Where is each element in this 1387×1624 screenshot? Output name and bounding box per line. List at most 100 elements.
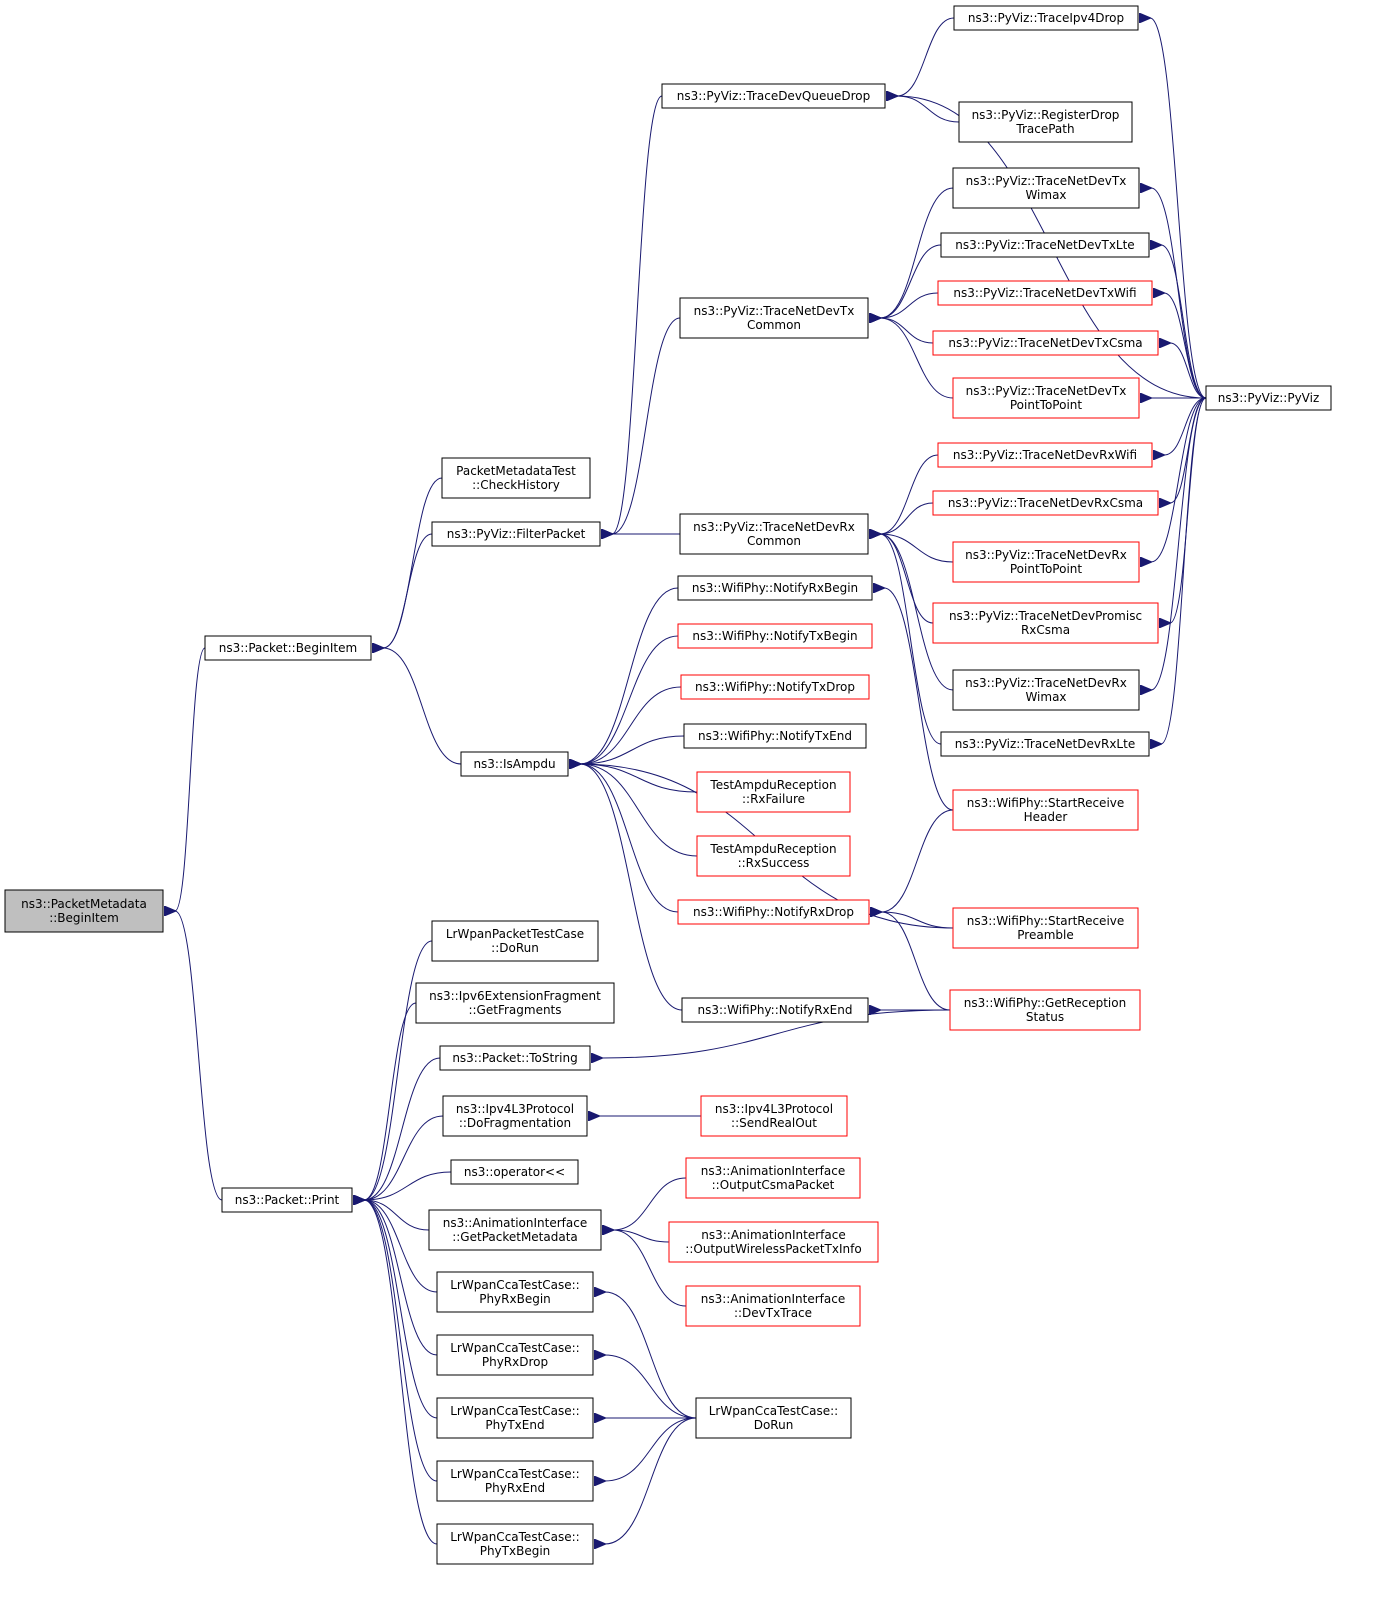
- node-label: ns3::WifiPhy::GetReception: [964, 996, 1126, 1010]
- node-dofragmentation[interactable]: ns3::Ipv4L3Protocol::DoFragmentation: [442, 1095, 588, 1137]
- edge-txwifi-to-tracenetdevtxcommon: [880, 292, 939, 318]
- node-label: RxCsma: [1021, 623, 1070, 637]
- edge-getfragments-to-print: [364, 1002, 417, 1200]
- edge-notifytxdrop-to-isampdu: [580, 686, 682, 764]
- edge-pyviz-to-rxcsma: [1170, 397, 1207, 503]
- node-checkhistory[interactable]: PacketMetadataTest::CheckHistory: [441, 457, 591, 499]
- node-filterpacket[interactable]: ns3::PyViz::FilterPacket: [431, 521, 601, 547]
- edge-pyviz-to-txlte: [1161, 245, 1207, 399]
- node-box: [695, 1397, 852, 1439]
- node-isampdu[interactable]: ns3::IsAmpdu: [460, 751, 569, 777]
- node-outputcsma[interactable]: ns3::AnimationInterface::OutputCsmaPacke…: [685, 1157, 861, 1199]
- node-rxwifi[interactable]: ns3::PyViz::TraceNetDevRxWifi: [937, 442, 1153, 468]
- edge-registerdrop-to-tracedevqueuedrop: [897, 96, 960, 123]
- node-label: ns3::PyViz::RegisterDrop: [972, 108, 1120, 122]
- edge-rxwimax-to-tracenetdevrxcommon: [880, 534, 954, 691]
- node-box: [949, 989, 1141, 1031]
- node-label: ns3::PyViz::TraceNetDevRxWifi: [953, 448, 1137, 462]
- node-label: ns3::Packet::ToString: [452, 1051, 577, 1065]
- node-label: ::DoRun: [491, 941, 539, 955]
- node-print[interactable]: ns3::Packet::Print: [221, 1187, 353, 1213]
- node-rxsuccess[interactable]: TestAmpduReception::RxSuccess: [696, 835, 851, 877]
- node-phytxend[interactable]: LrWpanCcaTestCase::PhyTxEnd: [436, 1397, 594, 1439]
- edge-tostring-to-print: [364, 1057, 441, 1200]
- node-devtxtrace[interactable]: ns3::AnimationInterface::DevTxTrace: [685, 1285, 861, 1327]
- node-sendrealout[interactable]: ns3::Ipv4L3Protocol::SendRealOut: [700, 1095, 848, 1137]
- node-label: ns3::Ipv4L3Protocol: [715, 1102, 833, 1116]
- node-rxlte[interactable]: ns3::PyViz::TraceNetDevRxLte: [940, 731, 1150, 757]
- node-box: [436, 1271, 594, 1313]
- edge-operator-to-print: [364, 1171, 452, 1200]
- node-operator[interactable]: ns3::operator<<: [450, 1159, 579, 1185]
- node-label: ns3::AnimationInterface: [701, 1292, 845, 1306]
- edge-phyrxbegin-to-print: [364, 1200, 438, 1293]
- edge-lrwpanccadorun-to-phyrxbegin: [605, 1292, 697, 1419]
- node-label: ns3::PyViz::TraceDevQueueDrop: [677, 89, 870, 103]
- node-txcsma[interactable]: ns3::PyViz::TraceNetDevTxCsma: [932, 330, 1159, 356]
- node-pyviz[interactable]: ns3::PyViz::PyViz: [1205, 385, 1332, 411]
- node-box: [958, 101, 1133, 143]
- node-notifytxdrop[interactable]: ns3::WifiPhy::NotifyTxDrop: [680, 674, 870, 700]
- edge-startrxheader-to-notifyrxbegin: [884, 588, 954, 811]
- node-phyrxbegin[interactable]: LrWpanCcaTestCase::PhyRxBegin: [436, 1271, 594, 1313]
- node-label: ns3::PyViz::TraceNetDevTxCsma: [948, 336, 1142, 350]
- node-txlte[interactable]: ns3::PyViz::TraceNetDevTxLte: [940, 232, 1150, 258]
- node-box: [436, 1334, 594, 1376]
- node-phyrxdrop[interactable]: LrWpanCcaTestCase::PhyRxDrop: [436, 1334, 594, 1376]
- node-rxcsma[interactable]: ns3::PyViz::TraceNetDevRxCsma: [932, 490, 1159, 516]
- node-label: ns3::PyViz::TraceNetDevRx: [693, 520, 855, 534]
- edge-outputcsma-to-getpacketmetadata: [613, 1177, 687, 1230]
- node-getfragments[interactable]: ns3::Ipv6ExtensionFragment::GetFragments: [415, 982, 615, 1024]
- node-label: ns3::AnimationInterface: [443, 1216, 587, 1230]
- node-lrwpanpacketdorun[interactable]: LrWpanPacketTestCase::DoRun: [431, 920, 599, 962]
- node-tostring[interactable]: ns3::Packet::ToString: [439, 1045, 591, 1071]
- node-traceipv4drop[interactable]: ns3::PyViz::TraceIpv4Drop: [953, 5, 1139, 31]
- edge-getrxstatus-to-notifyrxdrop: [881, 912, 951, 1011]
- node-notifytxend[interactable]: ns3::WifiPhy::NotifyTxEnd: [683, 723, 867, 749]
- node-box: [450, 1159, 579, 1185]
- node-label: LrWpanCcaTestCase::: [709, 1404, 838, 1418]
- node-label: ::GetFragments: [468, 1003, 561, 1017]
- node-notifyrxend[interactable]: ns3::WifiPhy::NotifyRxEnd: [681, 997, 869, 1023]
- node-box: [952, 167, 1140, 209]
- edge-lrwpanccadorun-to-phyrxend: [605, 1417, 697, 1481]
- node-lrwpanccadorun[interactable]: LrWpanCcaTestCase::DoRun: [695, 1397, 852, 1439]
- node-notifyrxdrop[interactable]: ns3::WifiPhy::NotifyRxDrop: [677, 899, 870, 925]
- node-txwifi[interactable]: ns3::PyViz::TraceNetDevTxWifi: [937, 280, 1153, 306]
- node-label: Common: [747, 318, 801, 332]
- node-phytxbegin[interactable]: LrWpanCcaTestCase::PhyTxBegin: [436, 1523, 594, 1565]
- node-label: Wimax: [1025, 188, 1066, 202]
- node-getpacketmetadata[interactable]: ns3::AnimationInterface::GetPacketMetada…: [428, 1209, 602, 1251]
- node-rxfailure[interactable]: TestAmpduReception::RxFailure: [696, 771, 851, 813]
- edge-tracenetdevtxcommon-to-filterpacket: [612, 317, 681, 534]
- edge-txp2p-to-tracenetdevtxcommon: [880, 318, 954, 399]
- node-notifyrxbegin[interactable]: ns3::WifiPhy::NotifyRxBegin: [677, 575, 873, 601]
- node-outputwireless[interactable]: ns3::AnimationInterface::OutputWirelessP…: [668, 1221, 879, 1263]
- node-box: [683, 723, 867, 749]
- node-label: ::RxFailure: [742, 792, 805, 806]
- node-beginitem[interactable]: ns3::Packet::BeginItem: [204, 635, 372, 661]
- edge-rxsuccess-to-isampdu: [580, 764, 698, 857]
- node-label: ns3::Packet::Print: [235, 1193, 340, 1207]
- node-phyrxend[interactable]: LrWpanCcaTestCase::PhyRxEnd: [436, 1460, 594, 1502]
- node-notifytxbegin[interactable]: ns3::WifiPhy::NotifyTxBegin: [677, 623, 873, 649]
- node-box: [439, 1045, 591, 1071]
- node-tracedevqueuedrop[interactable]: ns3::PyViz::TraceDevQueueDrop: [661, 83, 886, 109]
- node-box: [680, 674, 870, 700]
- node-label: Common: [747, 534, 801, 548]
- edge-lrwpanccadorun-to-phyrxdrop: [605, 1355, 697, 1419]
- node-label: ns3::WifiPhy::NotifyRxDrop: [693, 905, 854, 919]
- node-box: [668, 1221, 879, 1263]
